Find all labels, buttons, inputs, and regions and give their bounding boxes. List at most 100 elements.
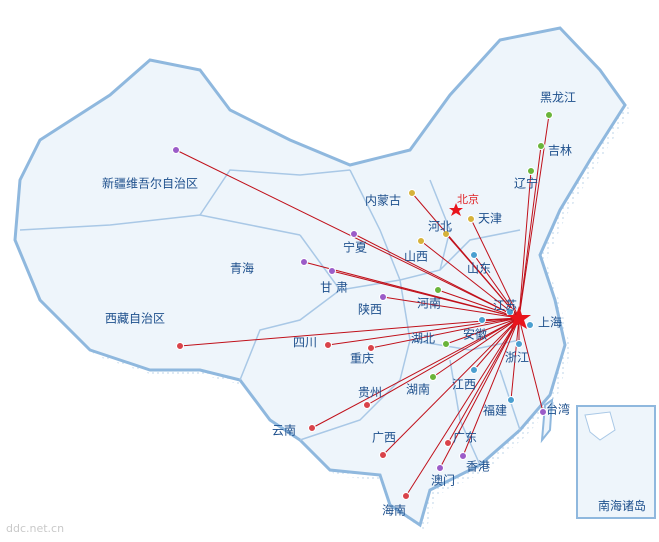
region-label[interactable]: 上海 xyxy=(537,315,563,330)
region-label[interactable]: 西藏自治区 xyxy=(104,311,166,326)
region-label[interactable]: 云南 xyxy=(271,423,297,438)
region-label[interactable]: 吉林 xyxy=(547,143,573,158)
region-label[interactable]: 台湾 xyxy=(545,402,571,417)
region-marker-icon[interactable] xyxy=(408,189,416,197)
region-marker-icon[interactable] xyxy=(172,146,180,154)
watermark: ddc.net.cn xyxy=(6,522,65,535)
route-line xyxy=(382,296,520,319)
region-marker-icon[interactable] xyxy=(328,267,336,275)
route-line xyxy=(353,233,520,319)
region-marker-icon[interactable] xyxy=(300,258,308,266)
region-label[interactable]: 湖北 xyxy=(410,331,436,346)
route-line xyxy=(518,114,550,319)
route-line xyxy=(311,317,520,429)
region-label[interactable]: 青海 xyxy=(229,261,255,276)
beijing-star-icon xyxy=(449,203,463,216)
region-marker-icon[interactable] xyxy=(379,451,387,459)
region-marker-icon[interactable] xyxy=(363,401,371,409)
region-label[interactable]: 内蒙古 xyxy=(364,193,402,208)
region-label[interactable]: 新疆维吾尔自治区 xyxy=(101,176,199,191)
region-label[interactable]: 黑龙江 xyxy=(539,90,577,105)
region-label[interactable]: 山西 xyxy=(403,249,429,264)
region-marker-icon[interactable] xyxy=(367,344,375,352)
route-line xyxy=(179,317,520,347)
region-marker-icon[interactable] xyxy=(507,396,515,404)
label-beijing: 北京 xyxy=(457,193,479,206)
region-marker-icon[interactable] xyxy=(539,408,547,416)
region-marker-icon[interactable] xyxy=(537,142,545,150)
route-line xyxy=(331,270,520,319)
region-marker-icon[interactable] xyxy=(545,111,553,119)
region-markers xyxy=(172,111,553,500)
region-marker-icon[interactable] xyxy=(527,167,535,175)
region-label[interactable]: 广东 xyxy=(452,430,478,445)
region-marker-icon[interactable] xyxy=(429,373,437,381)
region-label[interactable]: 浙江 xyxy=(504,350,530,365)
route-line xyxy=(437,289,520,319)
region-label[interactable]: 海南 xyxy=(381,503,407,518)
region-marker-icon[interactable] xyxy=(402,492,410,500)
route-line xyxy=(432,317,520,378)
region-label[interactable]: 贵州 xyxy=(357,385,383,400)
region-marker-icon[interactable] xyxy=(324,341,332,349)
region-marker-icon[interactable] xyxy=(444,439,452,447)
route-line xyxy=(405,317,520,497)
region-marker-icon[interactable] xyxy=(470,251,478,259)
hub-star-icon xyxy=(507,306,531,329)
region-marker-icon[interactable] xyxy=(526,321,534,329)
region-label[interactable]: 澳门 xyxy=(430,473,456,488)
region-marker-icon[interactable] xyxy=(436,464,444,472)
route-line xyxy=(439,317,520,469)
region-label[interactable]: 广西 xyxy=(371,430,397,445)
region-marker-icon[interactable] xyxy=(478,316,486,324)
region-label[interactable]: 湖南 xyxy=(405,382,431,397)
region-label[interactable]: 天津 xyxy=(477,211,503,226)
route-line xyxy=(510,317,520,401)
route-line xyxy=(445,317,520,345)
region-marker-icon[interactable] xyxy=(459,452,467,460)
route-line xyxy=(175,149,520,319)
region-label[interactable]: 江西 xyxy=(451,377,477,392)
route-line xyxy=(462,317,520,457)
region-marker-icon[interactable] xyxy=(442,340,450,348)
route-line xyxy=(370,317,520,349)
route-line xyxy=(327,317,520,346)
region-label[interactable]: 江苏 xyxy=(492,298,518,313)
region-marker-icon[interactable] xyxy=(467,215,475,223)
route-line xyxy=(445,233,520,319)
route-line xyxy=(473,254,520,319)
region-label[interactable]: 重庆 xyxy=(349,351,375,366)
region-label[interactable]: 福建 xyxy=(482,403,508,418)
region-label[interactable]: 宁夏 xyxy=(342,240,368,255)
region-label[interactable]: 河南 xyxy=(416,296,442,311)
region-label[interactable]: 香港 xyxy=(465,459,491,474)
region-marker-icon[interactable] xyxy=(470,366,478,374)
region-marker-icon[interactable] xyxy=(308,424,316,432)
route-line xyxy=(447,317,520,444)
route-line xyxy=(473,317,520,371)
region-label[interactable]: 安徽 xyxy=(462,327,488,342)
route-line xyxy=(382,317,520,456)
region-label[interactable]: 河北 xyxy=(427,219,453,234)
route-lines xyxy=(175,114,550,497)
route-line xyxy=(366,317,520,406)
region-label[interactable]: 四川 xyxy=(292,335,318,350)
region-marker-icon[interactable] xyxy=(434,286,442,294)
route-line xyxy=(518,170,532,319)
region-label[interactable]: 陕西 xyxy=(357,302,383,317)
region-marker-icon[interactable] xyxy=(379,293,387,301)
region-label[interactable]: 辽宁 xyxy=(513,176,539,191)
region-marker-icon[interactable] xyxy=(176,342,184,350)
region-label[interactable]: 山东 xyxy=(466,261,492,276)
region-marker-icon[interactable] xyxy=(350,230,358,238)
route-line xyxy=(470,218,520,319)
region-label[interactable]: 甘 肃 xyxy=(320,280,348,295)
region-marker-icon[interactable] xyxy=(442,230,450,238)
region-marker-icon[interactable] xyxy=(417,237,425,245)
route-line xyxy=(420,240,520,319)
china-outline xyxy=(13,26,627,528)
region-marker-icon[interactable] xyxy=(515,340,523,348)
label-south-china-sea-islands: 南海诸岛 xyxy=(598,499,647,513)
